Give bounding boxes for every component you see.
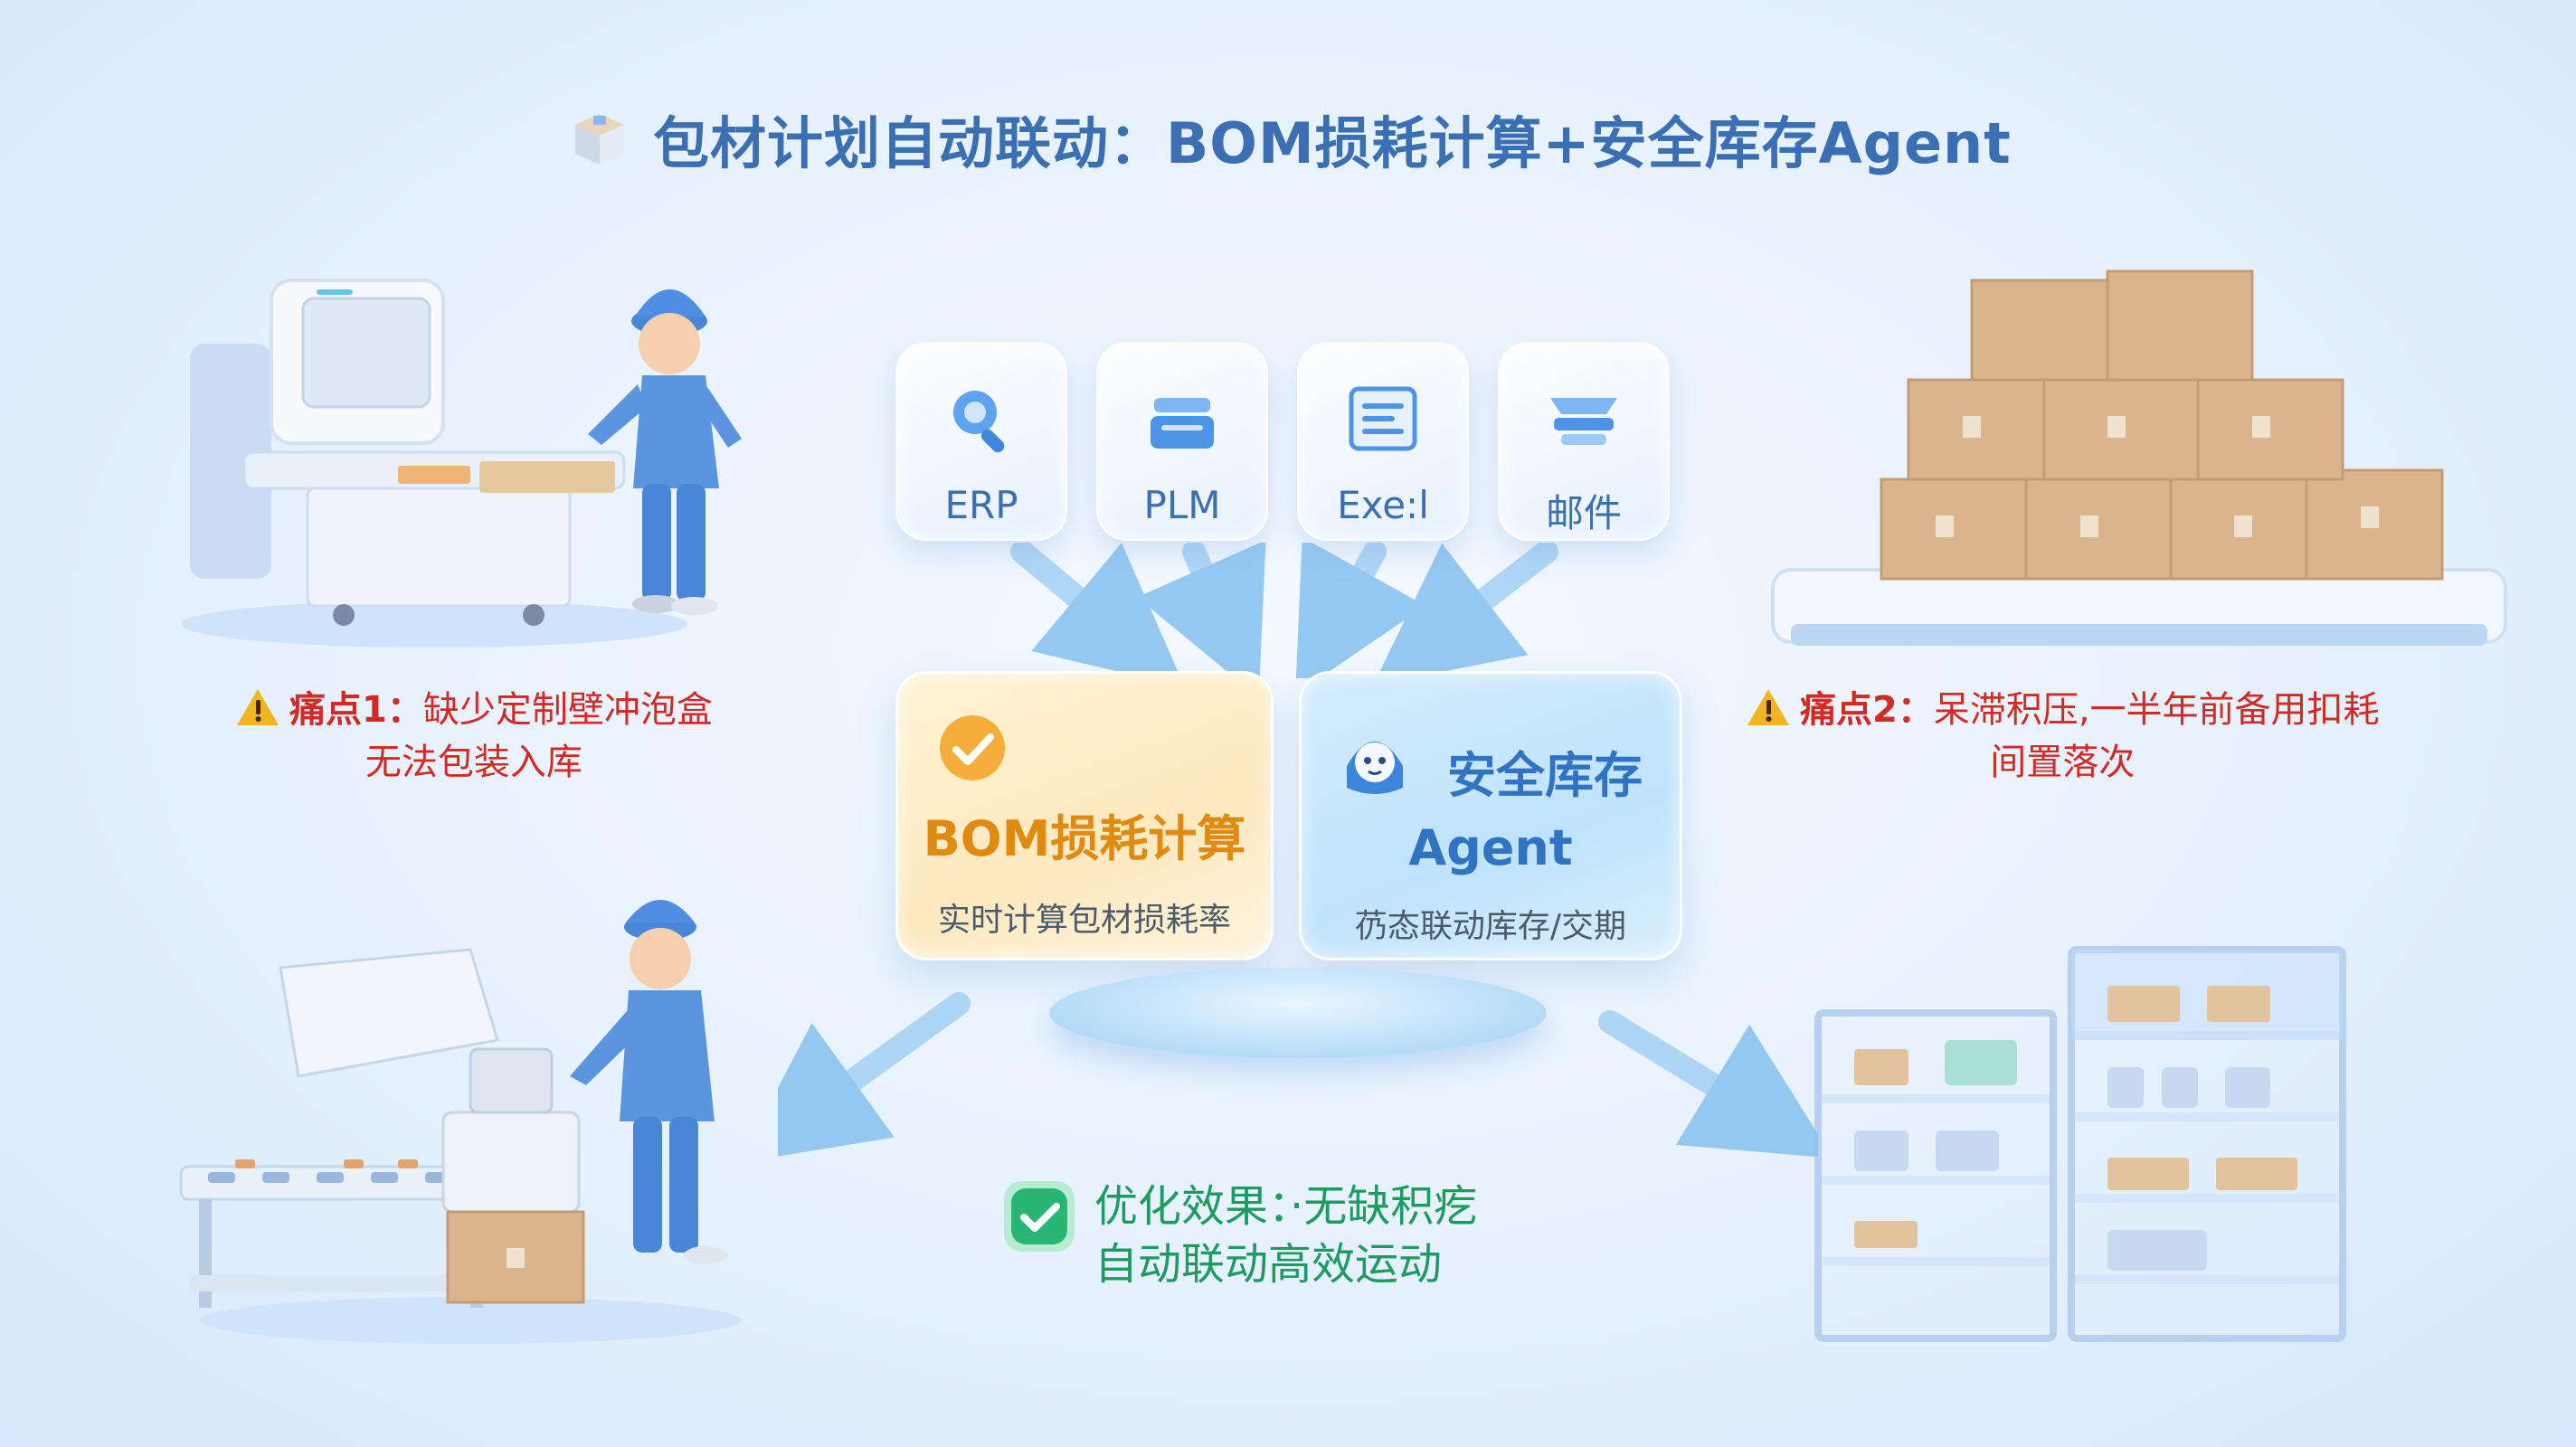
- bom-card-subtitle: 实时计算包材损耗率: [937, 902, 1231, 939]
- warning-icon: [1747, 689, 1789, 725]
- check-badge-icon: [940, 715, 1005, 780]
- excel-icon: [1349, 386, 1417, 451]
- optimization-result: 优化效果：·无缺积疙 自动联动高效运动: [1000, 1177, 1477, 1293]
- bom-loss-card[interactable]: BOM损耗计算 实时计算包材损耗率: [895, 671, 1274, 960]
- source-label: PLM: [1143, 483, 1221, 527]
- stacked-boxes-illustration: [1771, 270, 2507, 646]
- result-line2: 自动联动高效运动: [1094, 1239, 1443, 1290]
- source-card-excel[interactable]: Exe:l: [1297, 342, 1469, 541]
- packing-machine-worker-illustration: [181, 279, 742, 648]
- agent-card-title-line1: 安全库存: [1447, 747, 1643, 804]
- source-label: ERP: [944, 483, 1018, 527]
- title-bar: 包材计划自动联动：BOM损耗计算+安全库存Agent: [570, 98, 2012, 179]
- mail-icon: [1550, 398, 1617, 445]
- pain-point-2: 痛点2：呆滞积压,一半年前备用扣耗 间置落次: [1746, 684, 2380, 789]
- output-arrows: [778, 992, 1818, 1163]
- page-title: 包材计划自动联动：BOM损耗计算+安全库存Agent: [653, 110, 2012, 176]
- erp-icon: [953, 391, 1005, 453]
- center-platform-disc: [1049, 968, 1547, 1058]
- result-line1: ·无缺积疙: [1290, 1181, 1478, 1232]
- source-card-mail[interactable]: 邮件: [1498, 342, 1670, 541]
- bom-card-title: BOM损耗计算: [923, 810, 1246, 867]
- agent-card-title-line2: Agent: [1408, 819, 1573, 876]
- source-arrows: [1010, 543, 1558, 678]
- safety-stock-agent-card[interactable]: 安全库存 Agent 芿态联动库存/交期: [1299, 671, 1682, 960]
- source-card-plm[interactable]: PLM: [1096, 342, 1268, 541]
- warning-icon: [237, 689, 279, 725]
- pain-point-1: 痛点1：缺少定制壁冲泡盒 无法包装入库: [235, 684, 713, 789]
- inventory-shelves-illustration: [1814, 946, 2346, 1342]
- pain-point-1-line1: 缺少定制壁冲泡盒: [422, 689, 713, 731]
- pain-point-1-label: 痛点1：: [289, 689, 423, 731]
- pain-point-2-label: 痛点2：: [1800, 689, 1934, 731]
- source-label: Exe:l: [1337, 483, 1429, 527]
- agent-card-subtitle: 芿态联动库存/交期: [1354, 908, 1627, 945]
- robot-icon: [1347, 742, 1403, 794]
- source-label: 邮件: [1545, 491, 1622, 535]
- source-card-erp[interactable]: ERP: [895, 342, 1067, 541]
- pain-point-2-line1: 呆滞积压,一半年前备用扣耗: [1933, 689, 2380, 731]
- pain-point-2-line2: 间置落次: [1990, 742, 2136, 783]
- result-label: 优化效果：: [1094, 1181, 1291, 1232]
- plm-icon: [1151, 398, 1214, 449]
- pain-point-1-line2: 无法包装入库: [365, 742, 582, 783]
- conveyor-worker-illustration: [179, 900, 742, 1344]
- package-box-icon: [575, 114, 624, 165]
- green-check-icon: [1004, 1181, 1075, 1252]
